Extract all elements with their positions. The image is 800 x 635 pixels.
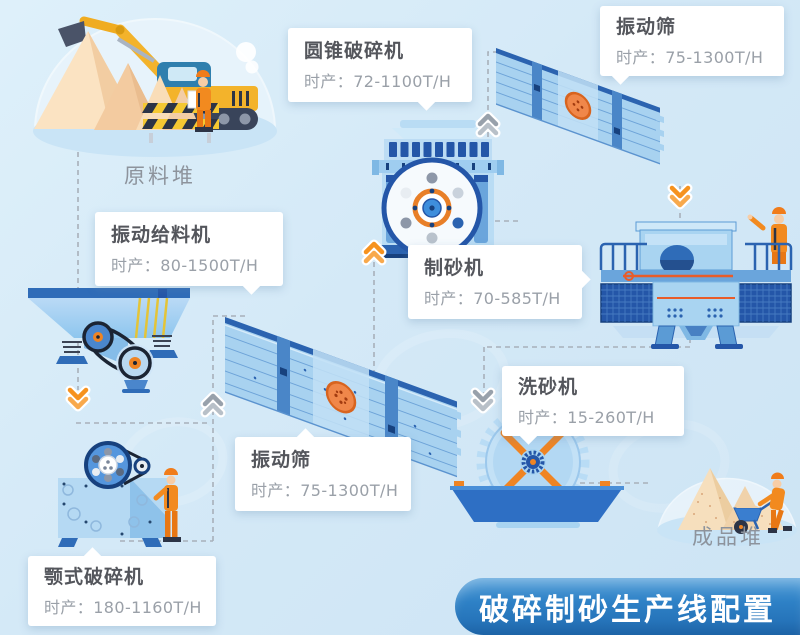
finished-pile-label: 成品堆 [692,525,764,549]
callout-vibrating-screen-top: 振动筛 时产：75-1300T/H [600,6,784,85]
machine-name: 圆锥破碎机 [304,40,405,62]
callout-vibrating-feeder: 振动给料机 时产：80-1500T/H [95,212,283,295]
cone-crusher-machine [372,120,504,259]
worker-with-wheelbarrow-icon [733,472,792,534]
callout-cone-crusher: 圆锥破碎机 时产：72-1100T/H [288,28,472,111]
worker-icon [153,468,181,542]
worker-icon [747,207,787,264]
machine-name: 制砂机 [424,257,485,279]
callout-vibrating-screen-middle: 振动筛 时产：75-1300T/H [235,428,411,511]
machine-capacity: 时产：70-585T/H [424,288,561,308]
callout-jaw-crusher: 颚式破碎机 时产：180-1160T/H [28,547,216,626]
machine-capacity: 时产：80-1500T/H [111,255,259,275]
machine-capacity: 时产：180-1160T/H [44,597,202,617]
sand-washer-machine [450,410,624,528]
sand-making-machine [599,207,793,349]
machine-name: 振动给料机 [111,224,212,246]
machine-capacity: 时产：15-260T/H [518,407,655,427]
vibrating-screen-machine-top [496,48,664,165]
title-banner: 破碎制砂生产线配置 [455,578,800,635]
jaw-crusher-machine [58,441,181,547]
page-title: 破碎制砂生产线配置 [479,592,776,628]
finished-product-pile-illustration [657,468,797,546]
machine-capacity: 时产：75-1300T/H [251,480,399,500]
worker-icon [187,70,213,132]
machine-name: 振动筛 [251,449,312,471]
machine-capacity: 时产：75-1300T/H [616,47,764,67]
machine-name: 振动筛 [616,16,677,38]
callout-sand-maker: 制砂机 时产：70-585T/H [408,245,591,319]
raw-material-pile-illustration [33,16,277,157]
callout-sand-washer: 洗砂机 时产：15-260T/H [502,366,684,445]
machine-name: 颚式破碎机 [44,566,145,588]
raw-material-pile-label: 原料堆 [124,164,196,188]
machine-name: 洗砂机 [518,376,579,398]
machine-capacity: 时产：72-1100T/H [304,71,452,91]
vibrating-feeder-machine [28,288,190,393]
vibrating-screen-machine-middle [225,317,461,478]
